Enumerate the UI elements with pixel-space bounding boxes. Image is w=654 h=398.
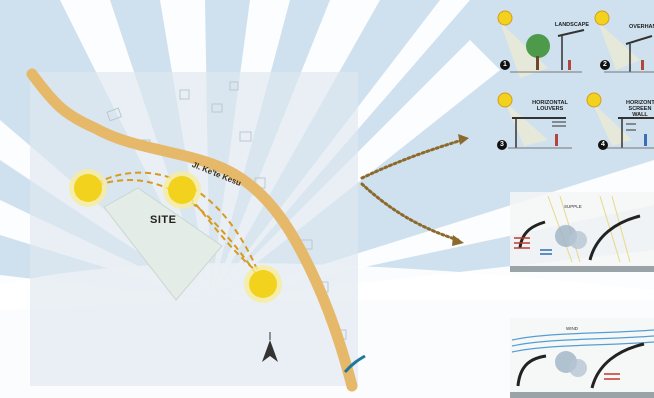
sun-icon <box>587 93 601 107</box>
section-sketch-2 <box>510 318 654 398</box>
person-icon <box>555 134 558 146</box>
sun-icon <box>498 11 512 25</box>
strategy-label: OVERHANG <box>629 24 654 30</box>
person-icon <box>644 134 647 146</box>
site-label: SITE <box>150 214 176 226</box>
strategy-number-badge: 2 <box>600 60 610 70</box>
person-icon <box>568 60 571 70</box>
sun-icon <box>163 171 201 209</box>
section-label: WIND <box>566 326 578 331</box>
section-label: SUPPLE <box>564 204 582 209</box>
sun-icon <box>595 11 609 25</box>
strategy-label: HORIZONTAL SCREEN WALL <box>626 100 654 118</box>
strategy-number-badge: 1 <box>500 60 510 70</box>
strategy-number-badge: 4 <box>598 140 608 150</box>
sun-icon <box>69 169 107 207</box>
sun-icon <box>498 93 512 107</box>
section-sketch-1 <box>510 192 654 272</box>
strategy-label: HORIZONTAL LOUVERS <box>528 100 572 112</box>
strategy-number-badge: 3 <box>497 140 507 150</box>
person-icon <box>641 60 644 70</box>
sun-icon <box>244 265 282 303</box>
strategy-label: LANDSCAPE <box>552 22 592 28</box>
